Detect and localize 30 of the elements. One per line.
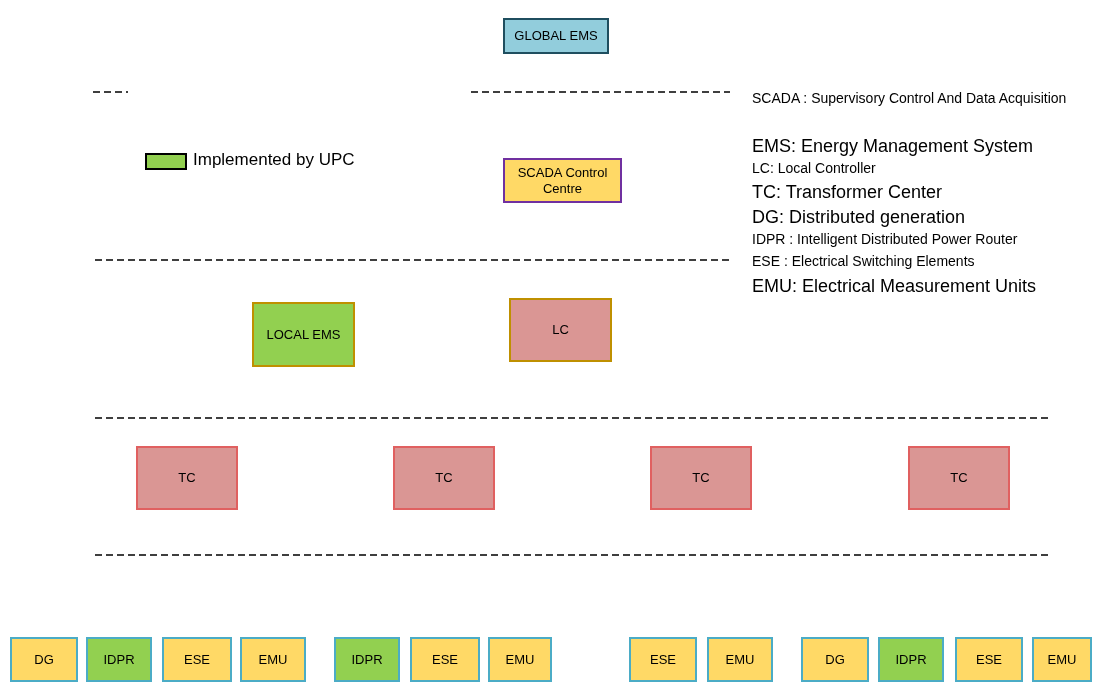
device-box: DG xyxy=(801,637,869,682)
device-box: IDPR xyxy=(878,637,944,682)
glossary-entry: SCADA : Supervisory Control And Data Acquisition xyxy=(752,89,1068,108)
device-box: EMU xyxy=(240,637,306,682)
device-box: ESE xyxy=(162,637,232,682)
device-box: DG xyxy=(10,637,78,682)
device-box: ESE xyxy=(410,637,480,682)
glossary-entry: IDPR : Intelligent Distributed Power Router xyxy=(752,231,1018,247)
component-box: TC xyxy=(136,446,238,510)
device-box: IDPR xyxy=(86,637,152,682)
device-box: EMU xyxy=(1032,637,1092,682)
component-box: TC xyxy=(650,446,752,510)
device-box: ESE xyxy=(629,637,697,682)
glossary-entry: DG: Distributed generation xyxy=(752,207,966,228)
device-box: IDPR xyxy=(334,637,400,682)
glossary-entry: TC: Transformer Center xyxy=(752,182,943,203)
component-box: SCADA Control Centre xyxy=(503,158,622,203)
component-box: TC xyxy=(908,446,1010,510)
component-box: LOCAL EMS xyxy=(252,302,355,367)
device-box: EMU xyxy=(488,637,552,682)
glossary-entry: EMS: Energy Management System xyxy=(752,136,1034,157)
legend-label: Implemented by UPC xyxy=(193,150,355,170)
glossary-entry: ESE : Electrical Switching Elements xyxy=(752,253,975,269)
glossary-entry: LC: Local Controller xyxy=(752,160,876,176)
device-box: EMU xyxy=(707,637,773,682)
device-box: ESE xyxy=(955,637,1023,682)
component-box: TC xyxy=(393,446,495,510)
component-box: GLOBAL EMS xyxy=(503,18,609,54)
component-box: LC xyxy=(509,298,612,362)
glossary-entry: EMU: Electrical Measurement Units xyxy=(752,276,1037,297)
